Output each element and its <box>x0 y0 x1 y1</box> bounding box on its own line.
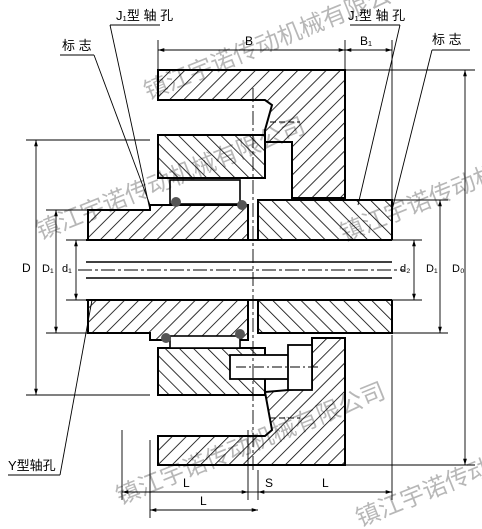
dim-b1: B₁ <box>360 34 372 48</box>
dimension-lines <box>34 48 467 512</box>
dim-l-left: L <box>183 476 190 490</box>
dim-l-bottom: L <box>200 494 207 508</box>
label-j1-hole-left: J₁型 轴 孔 <box>116 8 173 23</box>
dim-d: D <box>22 261 31 275</box>
dim-d2-small: d₂ <box>400 263 410 275</box>
label-mark-left: 标 志 <box>62 38 92 53</box>
dim-b: B <box>245 34 253 48</box>
dim-l-right: L <box>322 476 329 490</box>
dim-s: S <box>265 476 273 490</box>
watermark-3: 镇江宇诺传动机械有限公司 <box>336 114 482 248</box>
center-lines <box>78 88 404 470</box>
label-j1-hole-right: J₁型 轴 孔 <box>348 8 405 23</box>
dim-d1-right: D₁ <box>426 263 438 275</box>
dim-d1-left: D₁ <box>42 263 54 275</box>
elastic-pins <box>161 179 247 349</box>
label-y-hole: Y型轴孔 <box>8 458 56 473</box>
watermark-5: 镇江宇诺传动机械有限公司 <box>352 399 482 529</box>
watermark-4: 镇江宇诺传动机械有限公司 <box>112 377 390 511</box>
label-mark-right: 标 志 <box>432 32 462 47</box>
bolt <box>229 344 320 391</box>
dim-d1-small: d₁ <box>62 263 72 275</box>
dim-d0: D₀ <box>452 263 465 275</box>
left-flange-top <box>157 134 266 179</box>
labels: J₁型 轴 孔 J₁型 轴 孔 标 志 标 志 Y型轴孔 B B₁ D D₁ d… <box>8 8 465 508</box>
leader-lines <box>8 24 470 476</box>
